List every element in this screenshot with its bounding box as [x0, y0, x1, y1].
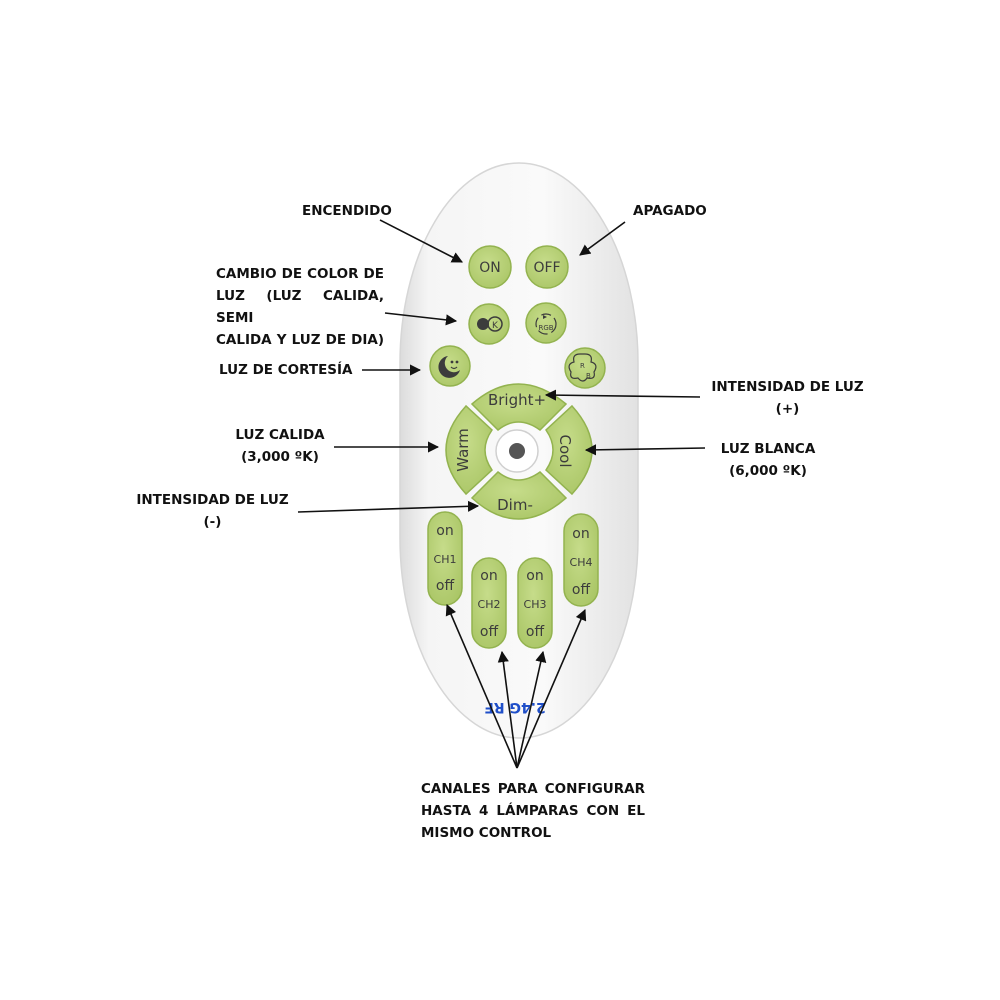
center-button[interactable] — [495, 429, 539, 473]
svg-text:off: off — [572, 582, 591, 598]
arrow-intensidad-menos — [297, 500, 480, 513]
svg-text:OFF: OFF — [533, 260, 560, 276]
svg-text:Warm: Warm — [454, 428, 472, 472]
night-light-button[interactable] — [429, 345, 471, 387]
channel-4-button[interactable]: on CH4 off — [563, 513, 599, 607]
color-temperature-icon: K — [477, 316, 503, 332]
rgb-cycle-icon: RGB — [535, 313, 557, 335]
label-canales: CANALES PARA CONFIGURAR HASTA 4 LÁMPARAS… — [421, 781, 645, 841]
svg-text:RGB: RGB — [538, 324, 553, 332]
on-button[interactable]: ON — [468, 245, 512, 289]
rgb-mode-button[interactable]: RGB — [525, 302, 567, 344]
svg-text:CH3: CH3 — [524, 598, 547, 611]
svg-text:on: on — [526, 568, 543, 584]
svg-text:CH1: CH1 — [434, 553, 457, 566]
arrow-intensidad-mas — [544, 389, 701, 401]
svg-text:Bright+: Bright+ — [488, 391, 546, 409]
moon-face-icon — [438, 356, 460, 378]
label-cortesia: LUZ DE CORTESÍA — [219, 362, 353, 378]
callout-arrows — [297, 219, 706, 769]
off-button[interactable]: OFF — [525, 245, 569, 289]
svg-text:K: K — [492, 321, 499, 331]
arrow-ch4 — [516, 608, 587, 769]
rgb-flower-icon: R B — [568, 353, 597, 382]
label-intensidad-menos: INTENSIDAD DE LUZ (-) — [136, 492, 289, 530]
label-luz-blanca: LUZ BLANCA (6,000 ºK) — [720, 441, 816, 479]
warm-button[interactable]: Warm — [445, 404, 493, 496]
channel-1-button[interactable]: on CH1 off — [427, 511, 463, 606]
svg-text:R: R — [580, 362, 585, 370]
arrow-ch3 — [516, 650, 547, 769]
label-apagado: APAGADO — [633, 203, 707, 219]
svg-text:B: B — [586, 372, 591, 380]
dim-minus-button[interactable]: Dim- — [470, 470, 568, 520]
label-intensidad-mas: INTENSIDAD DE LUZ (+) — [711, 379, 864, 417]
arrow-apagado — [579, 221, 626, 256]
color-temperature-button[interactable]: K — [468, 303, 510, 345]
svg-text:off: off — [436, 578, 455, 594]
label-luz-calida: LUZ CALIDA (3,000 ºK) — [235, 427, 325, 465]
rgb-color-button[interactable]: R B — [564, 347, 606, 389]
svg-text:CH2: CH2 — [478, 598, 501, 611]
svg-text:on: on — [572, 526, 589, 542]
arrow-encendido — [379, 219, 463, 263]
svg-text:off: off — [480, 624, 499, 640]
svg-text:off: off — [526, 624, 545, 640]
svg-text:on: on — [480, 568, 497, 584]
svg-text:Dim-: Dim- — [497, 496, 533, 514]
svg-text:Cool: Cool — [556, 435, 574, 468]
arrow-luz-blanca — [584, 444, 706, 456]
label-cambio-color: CAMBIO DE COLOR DE LUZ (LUZ CALIDA, SEMI… — [216, 266, 384, 348]
channel-3-button[interactable]: on CH3 off — [517, 557, 553, 649]
arrow-ch1 — [445, 603, 518, 769]
svg-text:ON: ON — [479, 260, 501, 276]
arrow-cambio-color — [384, 312, 458, 326]
label-encendido: ENCENDIDO — [302, 203, 392, 219]
bright-plus-button[interactable]: Bright+ — [470, 383, 568, 432]
arrow-ch2 — [497, 650, 518, 769]
channel-2-button[interactable]: on CH2 off — [471, 557, 507, 649]
svg-text:CH4: CH4 — [570, 556, 593, 569]
cool-button[interactable]: Cool — [545, 404, 593, 496]
svg-text:on: on — [436, 523, 453, 539]
